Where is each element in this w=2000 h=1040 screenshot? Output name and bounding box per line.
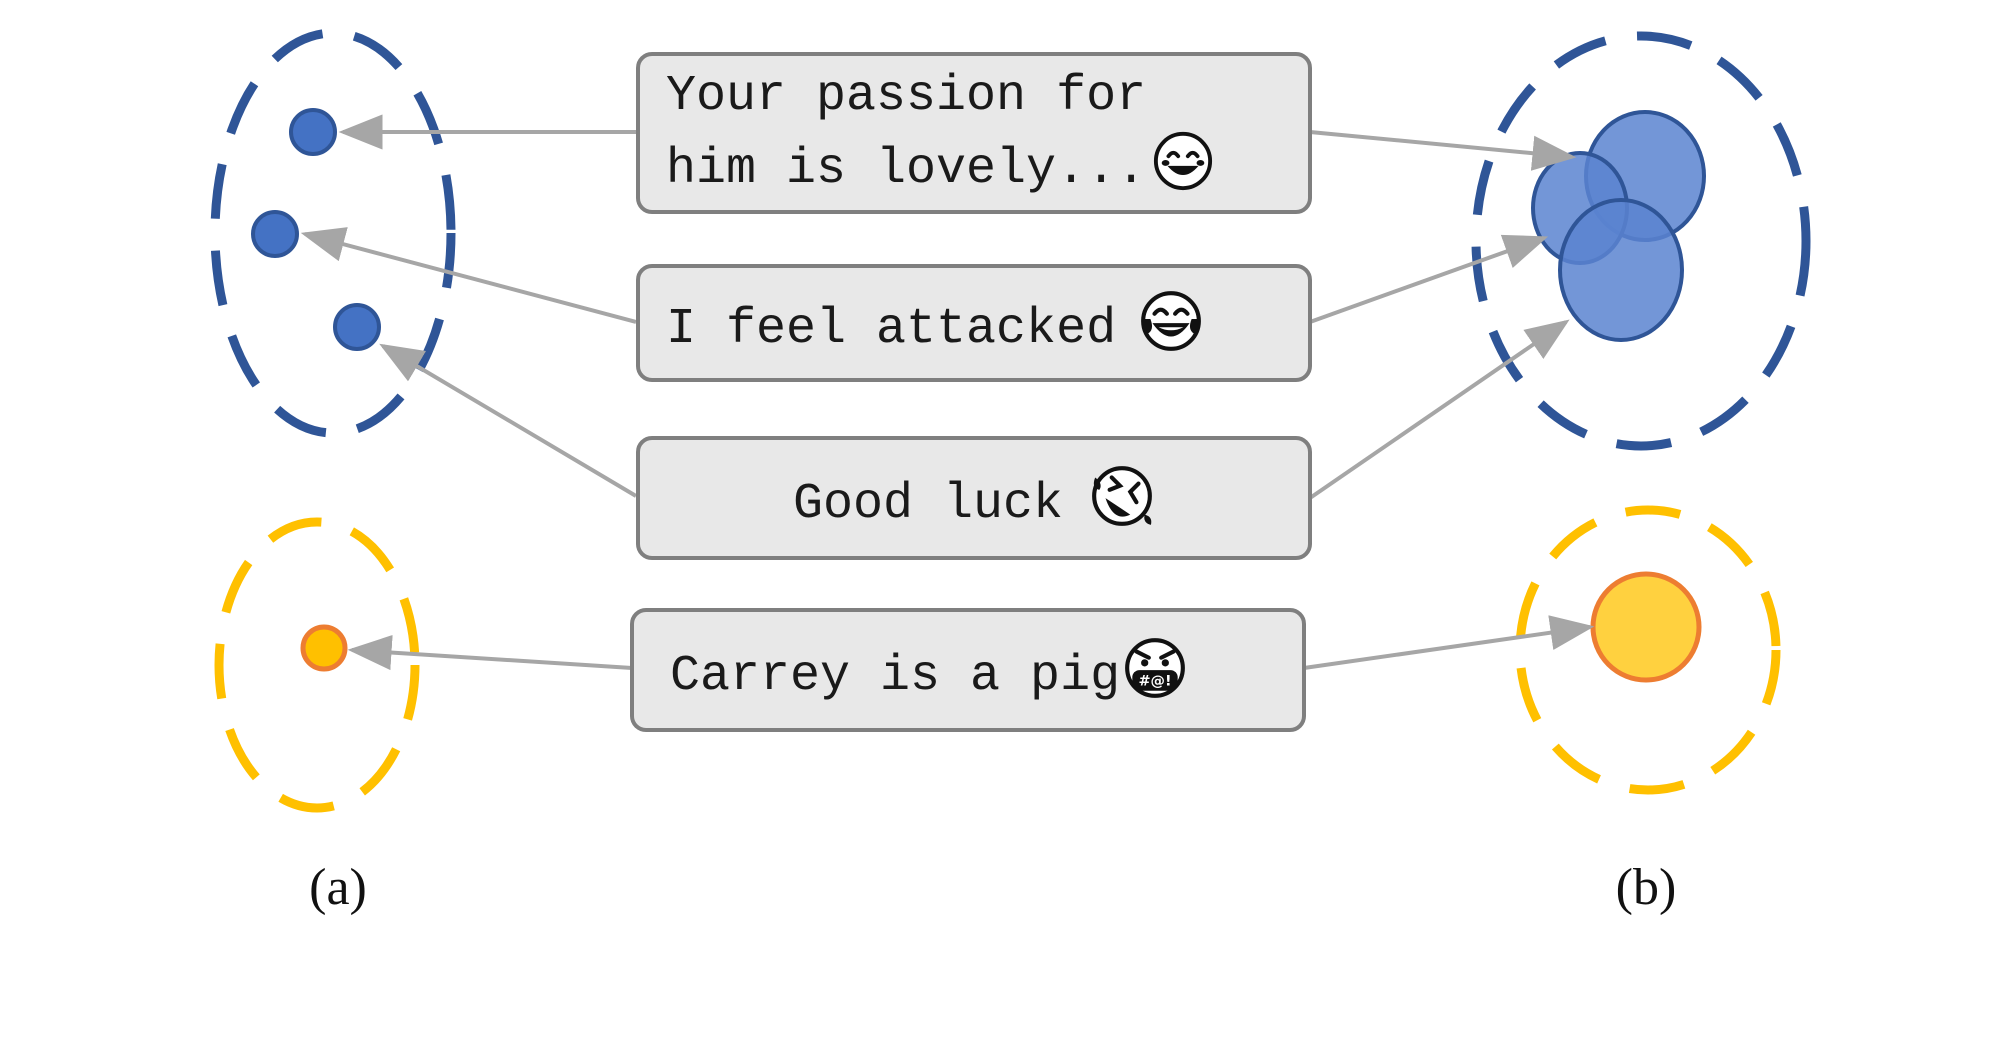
message-2-text: I feel attacked: [666, 288, 1204, 358]
distribution-b-4: [1590, 571, 1702, 683]
arrow-msg2-to-a: [300, 227, 637, 324]
arrow-msg1-to-b: [1309, 130, 1577, 171]
arrow-msg4-to-b: [1303, 615, 1595, 670]
panel-label-b: (b): [1615, 859, 1677, 916]
cursing-face-icon: #@!: [1125, 638, 1185, 698]
point-a-4: [300, 624, 348, 672]
message-box-1: Your passion for him is lovely...: [636, 52, 1312, 214]
message-4-text: Carrey is a pig #@!: [670, 635, 1188, 705]
cluster-a-yellow-boundary: [214, 517, 420, 813]
panel-label-a: (a): [309, 859, 367, 916]
arrow-msg2-to-b: [1309, 234, 1549, 324]
message-3-text: Good luck: [793, 463, 1155, 533]
point-a-2: [251, 210, 299, 258]
message-1-line-1: Your passion for: [666, 67, 1147, 125]
message-box-3: Good luck: [636, 436, 1312, 560]
tears-of-joy-icon: [1141, 291, 1201, 351]
point-a-1: [289, 108, 337, 156]
cluster-b-blue-boundary: [1471, 31, 1811, 451]
rolling-laughing-icon: [1092, 466, 1152, 526]
arrow-msg3-to-b: [1308, 319, 1570, 500]
arrow-msg4-to-a: [347, 634, 633, 671]
point-a-3: [333, 303, 381, 351]
smiling-face-icon: [1154, 131, 1213, 190]
cluster-b-yellow-boundary: [1515, 505, 1781, 795]
message-box-4: Carrey is a pig #@!: [630, 608, 1306, 732]
svg-text:#@!: #@!: [1139, 674, 1172, 690]
message-1-line-2: him is lovely...: [666, 130, 1214, 203]
arrow-msg3-to-a: [379, 343, 638, 498]
cluster-a-blue-boundary: [210, 28, 456, 438]
message-box-2: I feel attacked: [636, 264, 1312, 382]
distribution-b-3: [1558, 198, 1684, 342]
